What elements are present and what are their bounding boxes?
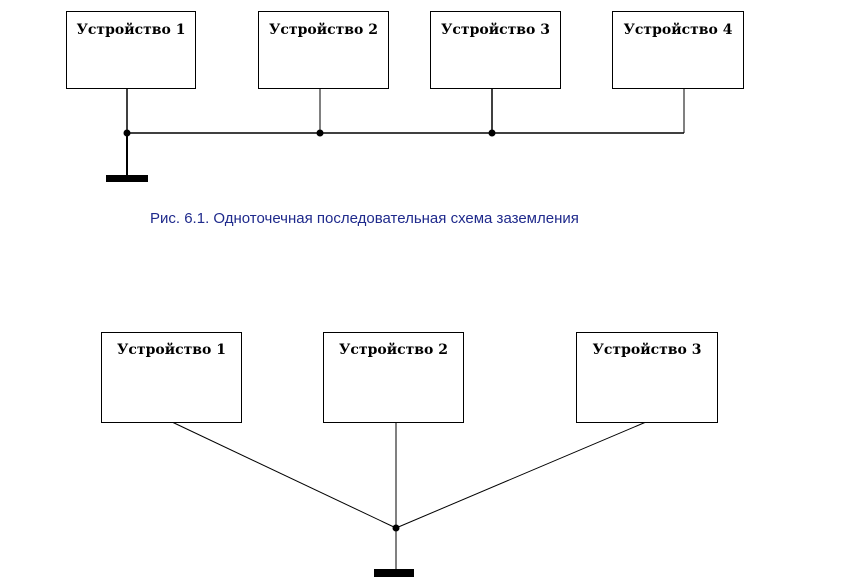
device-box-3: Устройство 3 xyxy=(430,11,561,89)
device-box-2: Устройство 2 xyxy=(258,11,389,89)
ground-symbol-2 xyxy=(374,569,414,577)
junction-3 xyxy=(488,129,496,137)
figure-caption: Рис. 6.1. Одноточечная последовательная … xyxy=(150,210,579,227)
device-label: Устройство 3 xyxy=(592,342,702,358)
device-label: Устройство 4 xyxy=(623,22,733,38)
junction-2 xyxy=(316,129,324,137)
device-box-4: Устройство 4 xyxy=(612,11,744,89)
device-label: Устройство 2 xyxy=(339,342,448,358)
device-box-star-3: Устройство 3 xyxy=(576,332,718,423)
device-label: Устройство 3 xyxy=(441,22,550,38)
wire-device-3 xyxy=(395,421,647,529)
device-label: Устройство 1 xyxy=(117,342,226,358)
ground-symbol-1 xyxy=(106,175,148,182)
device-box-star-2: Устройство 2 xyxy=(323,332,464,423)
wire-device-1 xyxy=(171,421,397,529)
device-box-star-1: Устройство 1 xyxy=(101,332,242,423)
device-label: Устройство 2 xyxy=(269,22,378,38)
device-box-1: Устройство 1 xyxy=(66,11,196,89)
device-label: Устройство 1 xyxy=(76,22,186,38)
